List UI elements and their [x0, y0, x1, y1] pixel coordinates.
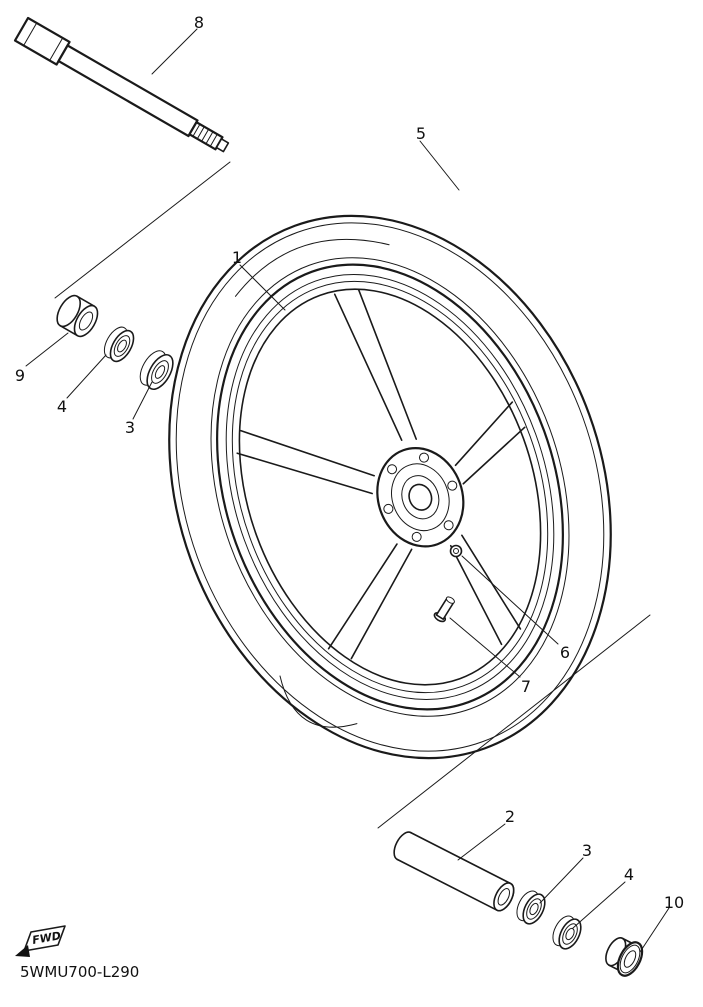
leader-6 — [461, 555, 559, 645]
axle-tip — [215, 138, 230, 153]
callout-labels: 8 5 1 9 4 3 6 7 2 3 4 10 — [15, 13, 684, 912]
seal-part-3-right — [516, 890, 546, 925]
fwd-flag: FWD — [15, 925, 66, 957]
bolt-head — [449, 544, 463, 558]
part-code-label: 5WMU700-L290 — [20, 963, 139, 981]
rim-well-line-1 — [225, 273, 555, 701]
callout-6: 6 — [560, 643, 570, 662]
seal-bore — [529, 902, 539, 916]
tire-sidewall-line — [175, 222, 605, 752]
axle-thread-ticks — [192, 123, 218, 147]
callout-10: 10 — [664, 893, 684, 912]
bolt-center — [453, 548, 459, 554]
front-wheel-assembly — [168, 214, 612, 760]
hub-bolt-hole — [443, 520, 454, 531]
axle-shaft — [57, 44, 199, 138]
fwd-flag-banner — [23, 925, 66, 952]
bearing-inner-race — [562, 923, 578, 945]
leader-3-left — [132, 381, 153, 420]
hub-bolt-hole — [411, 531, 422, 542]
hub-bolt-part-6 — [449, 544, 463, 558]
callout-2: 2 — [505, 807, 515, 826]
collar-part-10 — [605, 937, 644, 977]
collar-front-face — [619, 944, 641, 974]
tube-bore — [497, 888, 511, 906]
leader-7 — [449, 617, 521, 678]
collar-bore — [78, 311, 94, 331]
spacer-tube-part-2 — [393, 831, 515, 912]
leader-1 — [239, 264, 286, 311]
callout-4-right: 4 — [624, 865, 634, 884]
axle-part-8 — [13, 16, 230, 153]
collar-body — [59, 295, 96, 337]
bearing-part-4-right — [552, 915, 582, 950]
leader-lines — [25, 28, 670, 953]
hub-axle-bore — [408, 483, 433, 511]
seal-part-3-left — [139, 350, 174, 390]
collar-flange — [616, 941, 644, 977]
callout-9: 9 — [15, 366, 25, 385]
collar-part-9 — [56, 294, 99, 338]
callout-5: 5 — [416, 124, 426, 143]
leader-9 — [25, 332, 69, 367]
bearing-bore — [117, 339, 127, 353]
hub-bolt-hole — [447, 480, 458, 491]
seal-outer-ring — [146, 354, 174, 390]
leader-4-left — [66, 354, 107, 399]
callout-1: 1 — [232, 248, 242, 267]
collar-bore — [623, 950, 637, 968]
assembly-axis-line-bottom — [377, 614, 651, 829]
rim-well-line-2 — [231, 280, 549, 694]
callout-7: 7 — [521, 677, 531, 696]
seal-outer-ring — [522, 893, 546, 925]
callout-3-left: 3 — [125, 418, 135, 437]
callout-4-left: 4 — [57, 397, 67, 416]
callout-3-right: 3 — [582, 841, 592, 860]
seal-bore — [154, 365, 166, 379]
axle-head-lines — [23, 22, 64, 62]
wheel-hub — [376, 447, 465, 548]
bearing-part-4-left — [103, 326, 135, 363]
leader-8 — [151, 28, 198, 75]
bearing-inner-race — [113, 335, 131, 357]
bearing-bore — [565, 927, 575, 941]
valve-cap — [445, 596, 455, 604]
bearing-outer-race — [558, 918, 582, 950]
hub-bolt-hole — [387, 464, 398, 475]
hub-ring — [391, 463, 450, 532]
seal-inner-ring — [526, 898, 542, 920]
leader-2 — [457, 823, 506, 861]
tire-bead-line — [210, 257, 570, 717]
bearing-outer-race — [109, 329, 135, 363]
fwd-label: FWD — [31, 929, 62, 947]
assembly-axis-line-top — [54, 161, 231, 299]
rim-inner-edge — [238, 288, 542, 686]
leader-10 — [639, 907, 670, 953]
hub-bolt-hole — [383, 503, 394, 514]
tire-outer-edge — [168, 214, 612, 760]
rim-flange-outer — [216, 263, 564, 711]
valve-stem-part-7 — [433, 596, 455, 623]
leader-4-right — [572, 881, 626, 929]
fwd-arrow-icon — [15, 945, 30, 957]
tire-section-cut-lines — [234, 238, 390, 728]
callout-8: 8 — [194, 13, 204, 32]
hub-bearing-seat — [401, 475, 440, 520]
leader-3-right — [539, 857, 584, 904]
hub-bolt-hole — [418, 452, 429, 463]
leader-5 — [419, 140, 460, 191]
